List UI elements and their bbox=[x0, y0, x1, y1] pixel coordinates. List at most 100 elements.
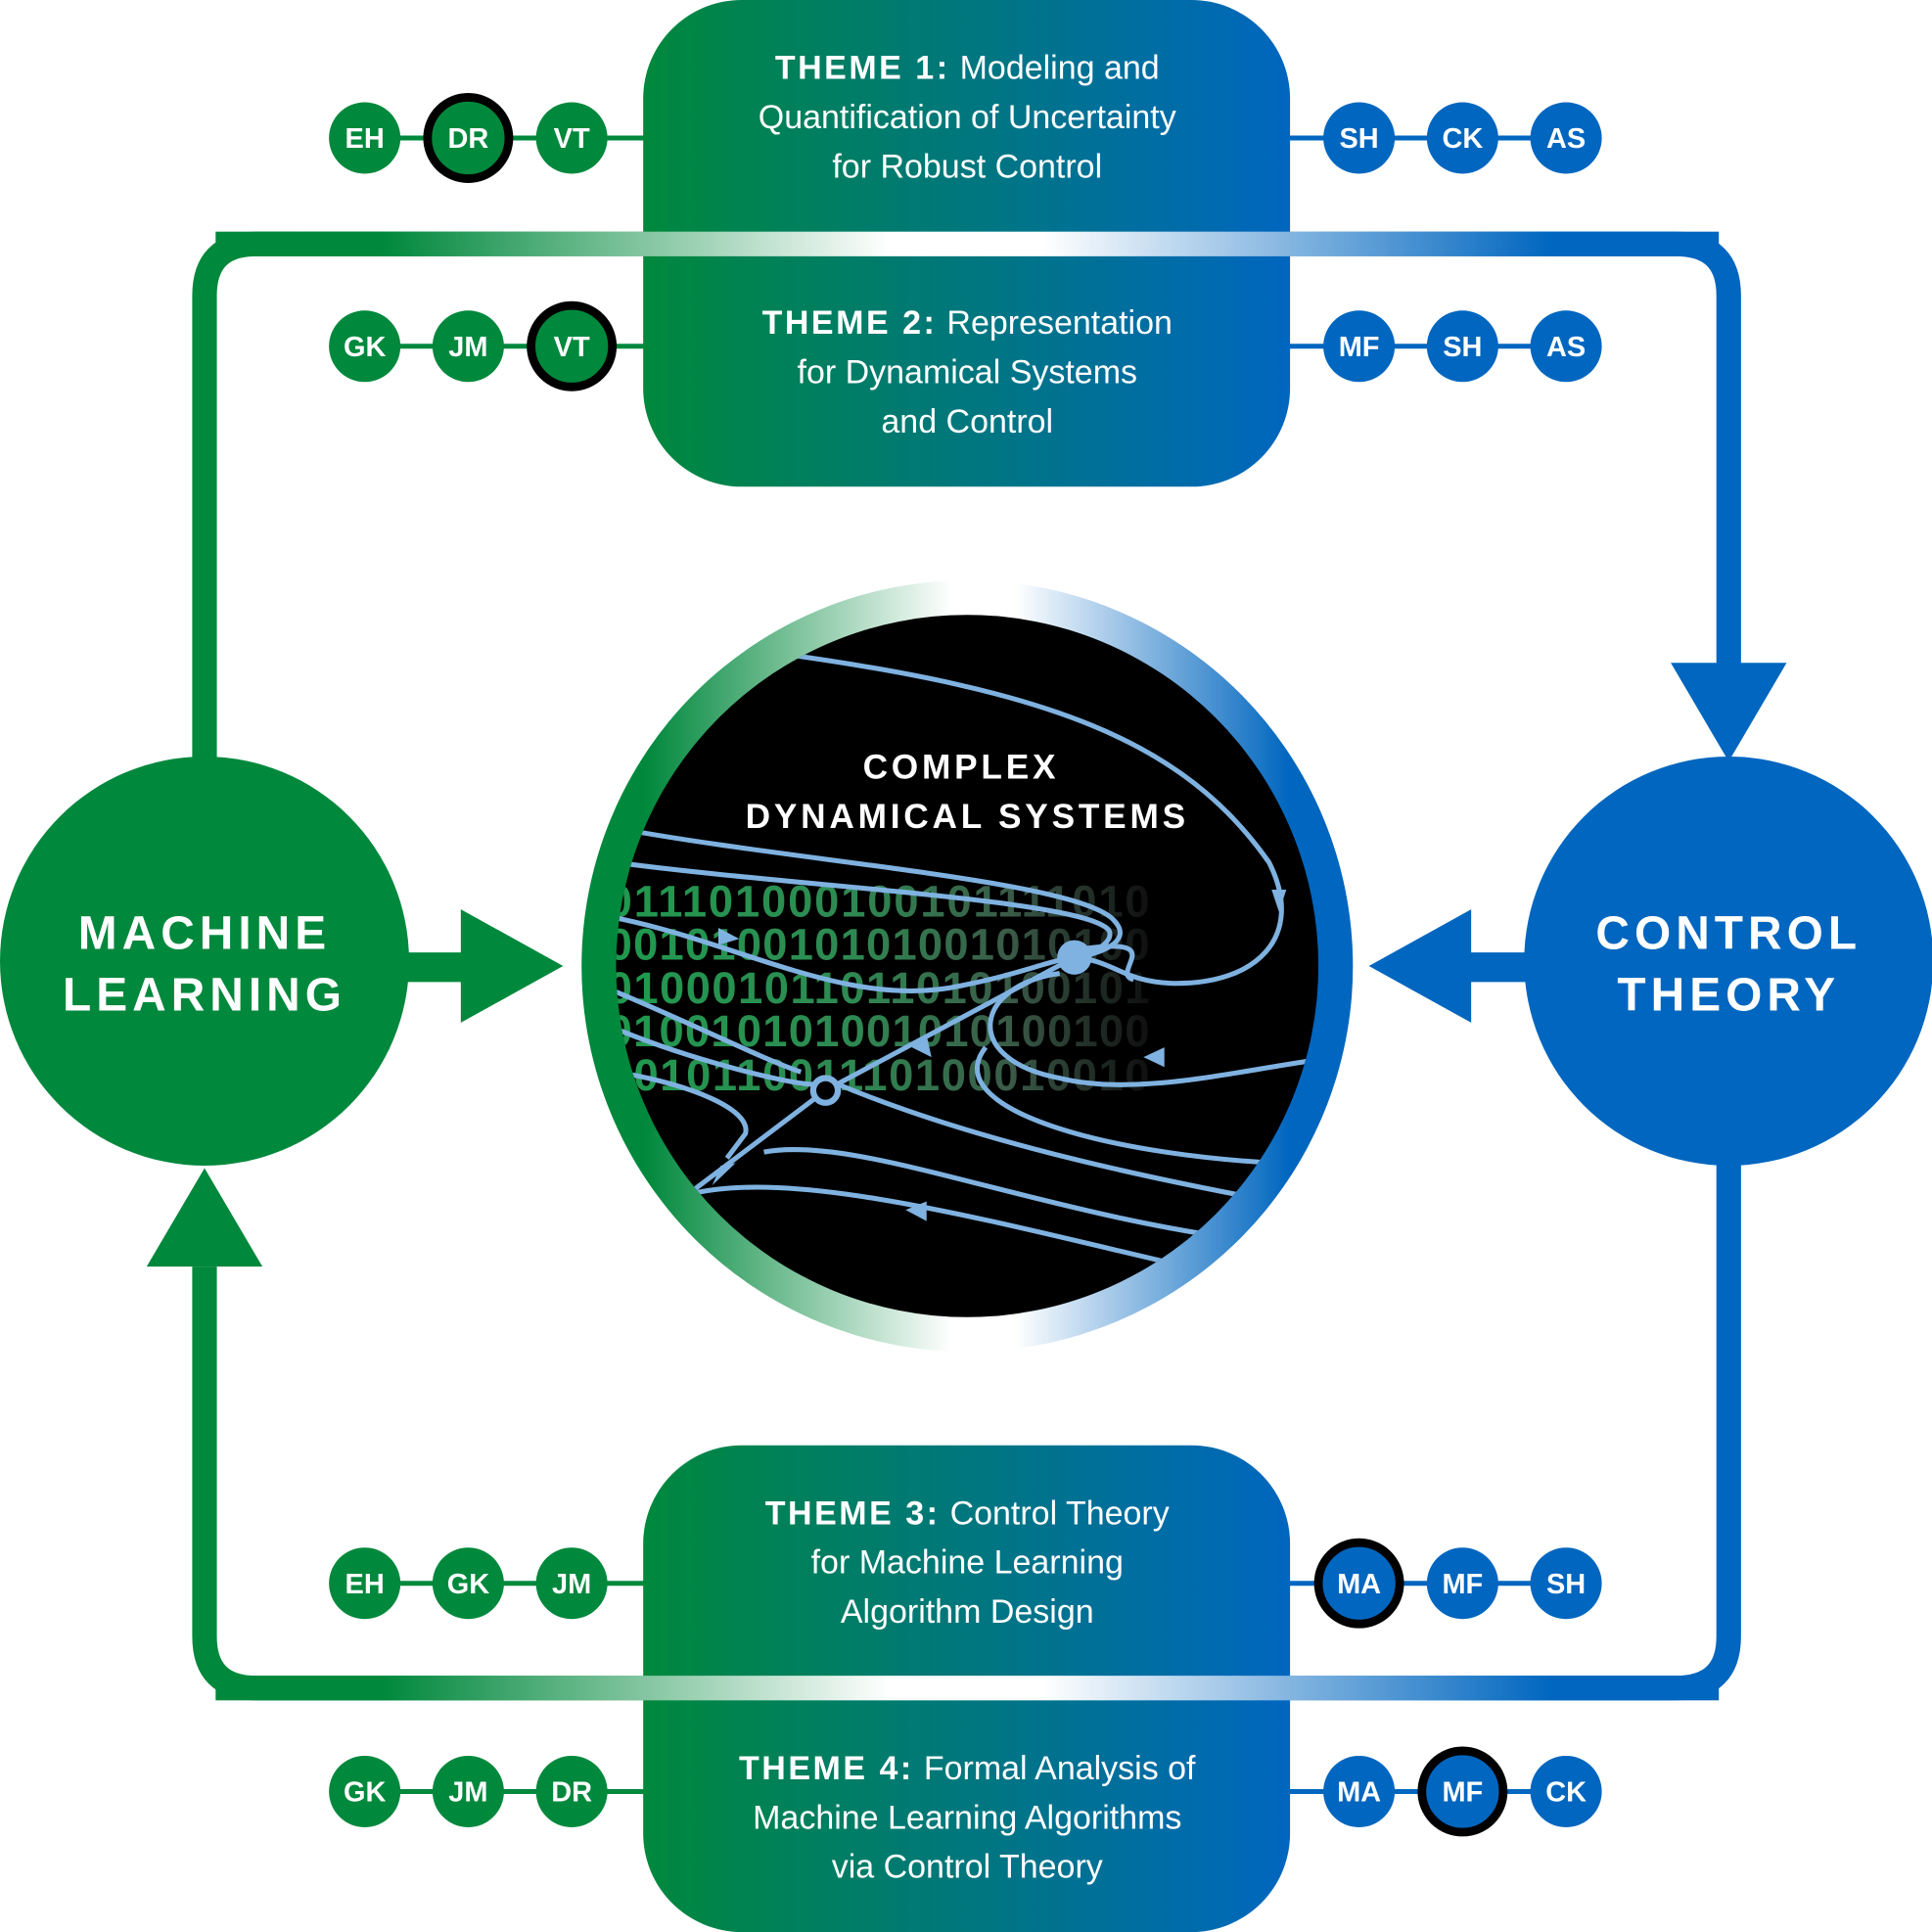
researcher-node[interactable]: AS bbox=[1530, 102, 1602, 174]
flow-line bbox=[616, 1069, 749, 1160]
theme-label: THEME 2: bbox=[762, 304, 938, 342]
ml-hub-line1: MACHINE bbox=[78, 907, 331, 959]
phase-portrait-flow-lines bbox=[616, 650, 1319, 1265]
theme-title-line: Representation bbox=[946, 304, 1173, 342]
binary-digits: 0111010001001011110100010100101010010101… bbox=[608, 877, 1150, 1101]
researcher-node[interactable]: DR bbox=[423, 93, 514, 183]
flow-line bbox=[988, 971, 1319, 1087]
researcher-node-circle bbox=[1426, 102, 1498, 174]
theme-3[interactable]: THEME 3:Control Theory for Machine Learni… bbox=[329, 1495, 1602, 1631]
theme-title-line: Quantification of Uncertainty bbox=[759, 99, 1176, 136]
researcher-node-circle bbox=[329, 310, 401, 383]
feedback-loop-band-bottom bbox=[215, 1676, 1720, 1701]
researcher-node[interactable]: JM bbox=[432, 310, 504, 383]
theme-title-line: for Robust Control bbox=[832, 148, 1102, 185]
flow-line bbox=[616, 1026, 813, 1087]
researcher-node[interactable]: VT bbox=[535, 102, 608, 174]
researcher-node-circle bbox=[535, 1547, 608, 1620]
researcher-node[interactable]: EH bbox=[329, 102, 401, 174]
researcher-node-circle bbox=[1323, 102, 1396, 174]
ct-to-center-arrow bbox=[1368, 909, 1472, 1023]
saddle-equilibrium-point bbox=[809, 1075, 842, 1106]
theme-title-line: Formal Analysis of bbox=[924, 1750, 1196, 1787]
theme-title-line: Algorithm Design bbox=[841, 1593, 1094, 1631]
researcher-node-circle bbox=[1323, 310, 1396, 383]
researcher-initials: MA bbox=[1337, 1777, 1381, 1809]
researcher-node-circle bbox=[432, 310, 504, 383]
researcher-node-circle bbox=[535, 1755, 608, 1827]
researcher-node[interactable]: GK bbox=[432, 1547, 504, 1620]
researcher-initials: MA bbox=[1337, 1569, 1381, 1600]
researcher-initials: MF bbox=[1442, 1777, 1483, 1809]
theme-title-line: Control Theory bbox=[950, 1495, 1170, 1532]
complex-dynamical-systems-center: 0111010001001011110100010100101010010101… bbox=[581, 579, 1354, 1353]
researcher-node[interactable]: JM bbox=[432, 1755, 504, 1827]
flow-line bbox=[763, 1146, 1282, 1248]
researcher-initials: GK bbox=[344, 332, 387, 363]
researcher-node[interactable]: CK bbox=[1530, 1755, 1602, 1827]
researcher-initials: DR bbox=[447, 123, 488, 155]
ml-hub-line2: LEARNING bbox=[63, 969, 346, 1021]
researcher-node[interactable]: MF bbox=[1426, 1547, 1498, 1620]
researcher-node[interactable]: MF bbox=[1323, 310, 1396, 383]
researcher-initials: MF bbox=[1339, 332, 1380, 363]
flow-line bbox=[616, 915, 1076, 994]
researcher-initials: AS bbox=[1546, 123, 1586, 155]
ct-hub-line1: CONTROL bbox=[1595, 907, 1862, 959]
researcher-node[interactable]: SH bbox=[1426, 310, 1498, 383]
theme-label: THEME 3: bbox=[765, 1495, 941, 1532]
researcher-initials: SH bbox=[1443, 332, 1482, 363]
researcher-node[interactable]: CK bbox=[1426, 102, 1498, 174]
researcher-node[interactable]: VT bbox=[527, 300, 618, 391]
theme-title-line: for Dynamical Systems bbox=[798, 354, 1137, 391]
researcher-initials: GK bbox=[447, 1569, 490, 1600]
theme-title: THEME 3:Control Theory bbox=[765, 1495, 1170, 1532]
researcher-initials: MF bbox=[1442, 1569, 1483, 1600]
flow-direction-arrows bbox=[712, 889, 1287, 1221]
theme-2[interactable]: THEME 2:Representation for Dynamical Syst… bbox=[329, 300, 1602, 440]
researcher-initials: AS bbox=[1546, 332, 1586, 363]
researcher-node[interactable]: MF bbox=[1417, 1746, 1508, 1837]
ct-hub-line2: THEORY bbox=[1617, 969, 1840, 1021]
researcher-initials: VT bbox=[554, 332, 590, 363]
machine-learning-hub[interactable]: MACHINE LEARNING bbox=[0, 756, 409, 1166]
flow-line bbox=[775, 650, 1284, 987]
researcher-initials: CK bbox=[1442, 123, 1483, 155]
flow-line bbox=[975, 1045, 1307, 1168]
researcher-node[interactable]: DR bbox=[535, 1755, 608, 1827]
researcher-node-circle bbox=[432, 1547, 504, 1620]
flow-arrow bbox=[911, 1035, 932, 1058]
researcher-node[interactable]: MA bbox=[1323, 1755, 1396, 1827]
researcher-node[interactable]: MA bbox=[1313, 1538, 1404, 1629]
researcher-node[interactable]: JM bbox=[535, 1547, 608, 1620]
researcher-node-highlighted bbox=[1417, 1746, 1508, 1837]
researcher-initials: DR bbox=[551, 1777, 592, 1809]
researcher-node[interactable]: SH bbox=[1323, 102, 1396, 174]
researcher-node-circle bbox=[432, 1755, 504, 1827]
researcher-node-circle bbox=[1530, 310, 1602, 383]
researcher-node[interactable]: AS bbox=[1530, 310, 1602, 383]
binary-row: 010010101001010100100 bbox=[608, 1006, 1150, 1056]
researcher-node[interactable]: EH bbox=[329, 1547, 401, 1620]
researcher-node[interactable]: GK bbox=[329, 1755, 401, 1827]
researcher-node-circle bbox=[1426, 310, 1498, 383]
flow-line bbox=[616, 989, 803, 1075]
researcher-node-circle bbox=[329, 1755, 401, 1827]
binary-row: 011101000100101111010 bbox=[608, 877, 1150, 927]
flow-line bbox=[688, 1088, 827, 1195]
control-theory-hub[interactable]: CONTROL THEORY bbox=[1524, 757, 1932, 1166]
theme-label: THEME 4: bbox=[739, 1750, 914, 1787]
researcher-node[interactable]: GK bbox=[329, 310, 401, 383]
researcher-initials: JM bbox=[552, 1569, 591, 1600]
center-background bbox=[616, 615, 1319, 1317]
researcher-node-circle bbox=[1323, 1755, 1396, 1827]
researcher-node[interactable]: SH bbox=[1530, 1547, 1602, 1620]
theme-label: THEME 1: bbox=[775, 50, 950, 87]
researcher-node-circle bbox=[329, 102, 401, 174]
feedback-loop-band-top bbox=[215, 231, 1720, 256]
stable-equilibrium-point bbox=[1057, 940, 1092, 975]
theme-title-line: for Machine Learning bbox=[811, 1544, 1124, 1582]
